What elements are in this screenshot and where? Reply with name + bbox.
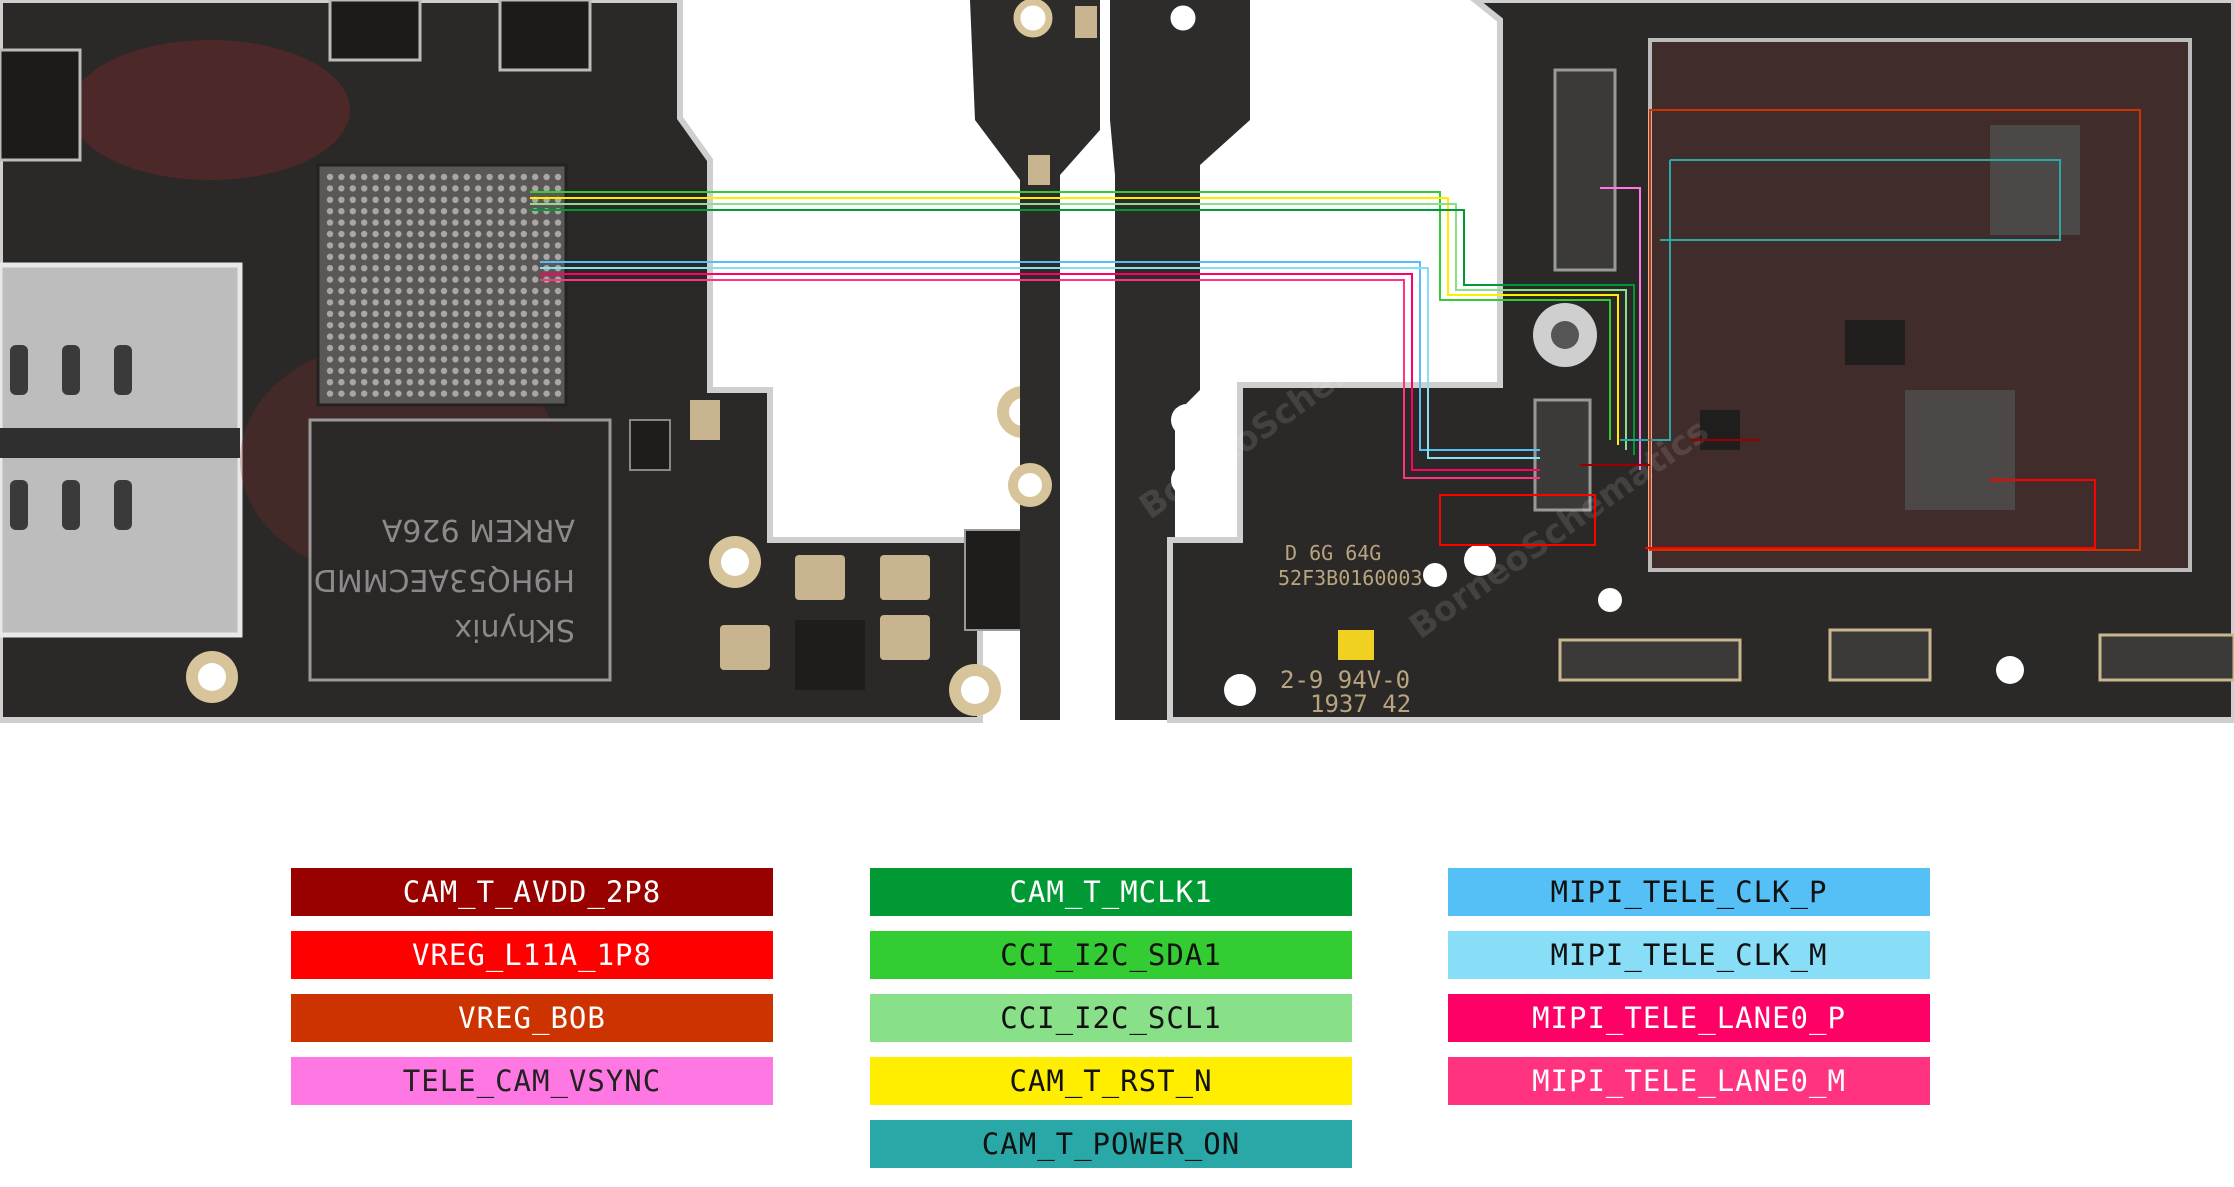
legend-mipi-tele-clk-m: MIPI_TELE_CLK_M [1448,931,1930,979]
chip-brand-text: SKhynix [454,612,575,647]
legend-vreg-l11a-1p8: VREG_L11A_1P8 [291,931,773,979]
chip-date-text: ARKEM 926A [381,512,575,547]
legend-vreg-bob: VREG_BOB [291,994,773,1042]
signal-traces [530,109,2141,551]
legend-cam-t-rst-n: CAM_T_RST_N [870,1057,1352,1105]
legend-cci-i2c-sda1: CCI_I2C_SDA1 [870,931,1352,979]
legend-cam-t-mclk1: CAM_T_MCLK1 [870,868,1352,916]
legend-mipi-tele-lane0-m: MIPI_TELE_LANE0_M [1448,1057,1930,1105]
left-board-section: SKhynix H9HQ53AECMMD ARKEM 926A [0,0,1049,723]
right-board-section: D 6G 64G 52F3B0160003 2-9 94V-0 1937 42 [1167,0,2234,723]
right-flex-strip [1110,0,1250,720]
silk-text-date: 1937 42 [1310,690,1411,718]
silk-text-memory: D 6G 64G [1285,541,1381,565]
chip-part-text: H9HQ53AECMMD [314,562,575,597]
left-flex-strip [970,0,1100,720]
silk-text-serial: 52F3B0160003 [1278,566,1423,590]
legend-cam-t-avdd-2p8: CAM_T_AVDD_2P8 [291,868,773,916]
legend-tele-cam-vsync: TELE_CAM_VSYNC [291,1057,773,1105]
legend-mipi-tele-lane0-p: MIPI_TELE_LANE0_P [1448,994,1930,1042]
legend-mipi-tele-clk-p: MIPI_TELE_CLK_P [1448,868,1930,916]
silk-text-rating: 2-9 94V-0 [1280,666,1410,694]
legend-cam-t-power-on: CAM_T_POWER_ON [870,1120,1352,1168]
legend-cci-i2c-scl1: CCI_I2C_SCL1 [870,994,1352,1042]
